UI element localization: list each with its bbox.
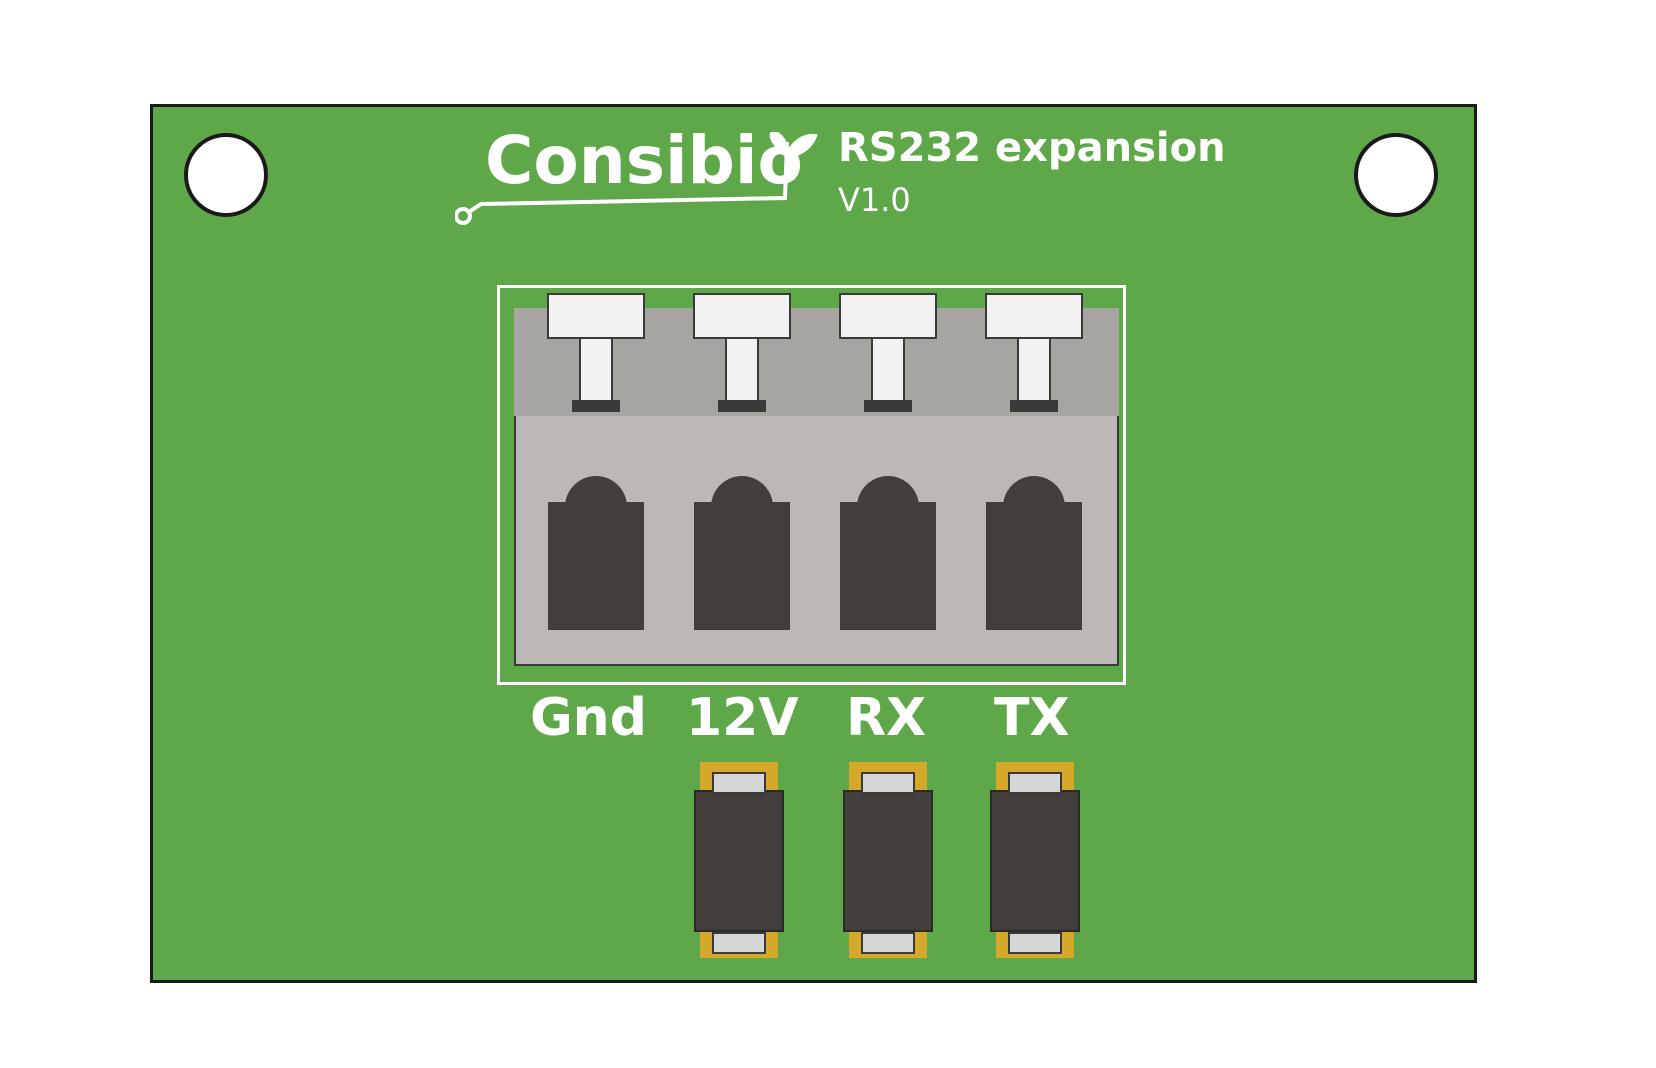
terminal-lever-foot (572, 400, 620, 412)
smd-diode-2 (843, 790, 933, 932)
terminal-lever-stem (725, 337, 759, 403)
terminal-label-rx: RX (846, 688, 927, 748)
wire-slot-4[interactable] (986, 502, 1082, 630)
consibio-logo-trace-icon (455, 132, 818, 225)
connector-silkscreen-outline (497, 285, 1126, 685)
diode-terminal-bottom (861, 932, 915, 954)
terminal-label-tx: TX (994, 688, 1070, 748)
terminal-lever-foot (1010, 400, 1058, 412)
diode-terminal-bottom (1008, 932, 1062, 954)
brand-logo-text: Consibio (485, 122, 803, 199)
terminal-lever-3[interactable] (839, 293, 937, 339)
terminal-lever-2[interactable] (693, 293, 791, 339)
terminal-lever-foot (718, 400, 766, 412)
terminal-label-12v: 12V (686, 688, 799, 748)
smd-diode-1 (694, 790, 784, 932)
diode-terminal-top (1008, 772, 1062, 794)
wire-slot-3[interactable] (840, 502, 936, 630)
terminal-label-gnd: Gnd (530, 688, 647, 748)
diode-terminal-top (712, 772, 766, 794)
wire-slot-2[interactable] (694, 502, 790, 630)
terminal-lever-1[interactable] (547, 293, 645, 339)
mounting-hole-left (184, 133, 268, 217)
terminal-lever-foot (864, 400, 912, 412)
board-title: RS232 expansion (838, 125, 1226, 171)
terminal-lever-stem (871, 337, 905, 403)
terminal-lever-stem (579, 337, 613, 403)
terminal-lever-stem (1017, 337, 1051, 403)
smd-diode-3 (990, 790, 1080, 932)
board-version: V1.0 (838, 181, 911, 219)
terminal-lever-4[interactable] (985, 293, 1083, 339)
wire-slot-1[interactable] (548, 502, 644, 630)
mounting-hole-right (1354, 133, 1438, 217)
diode-terminal-top (861, 772, 915, 794)
diode-terminal-bottom (712, 932, 766, 954)
